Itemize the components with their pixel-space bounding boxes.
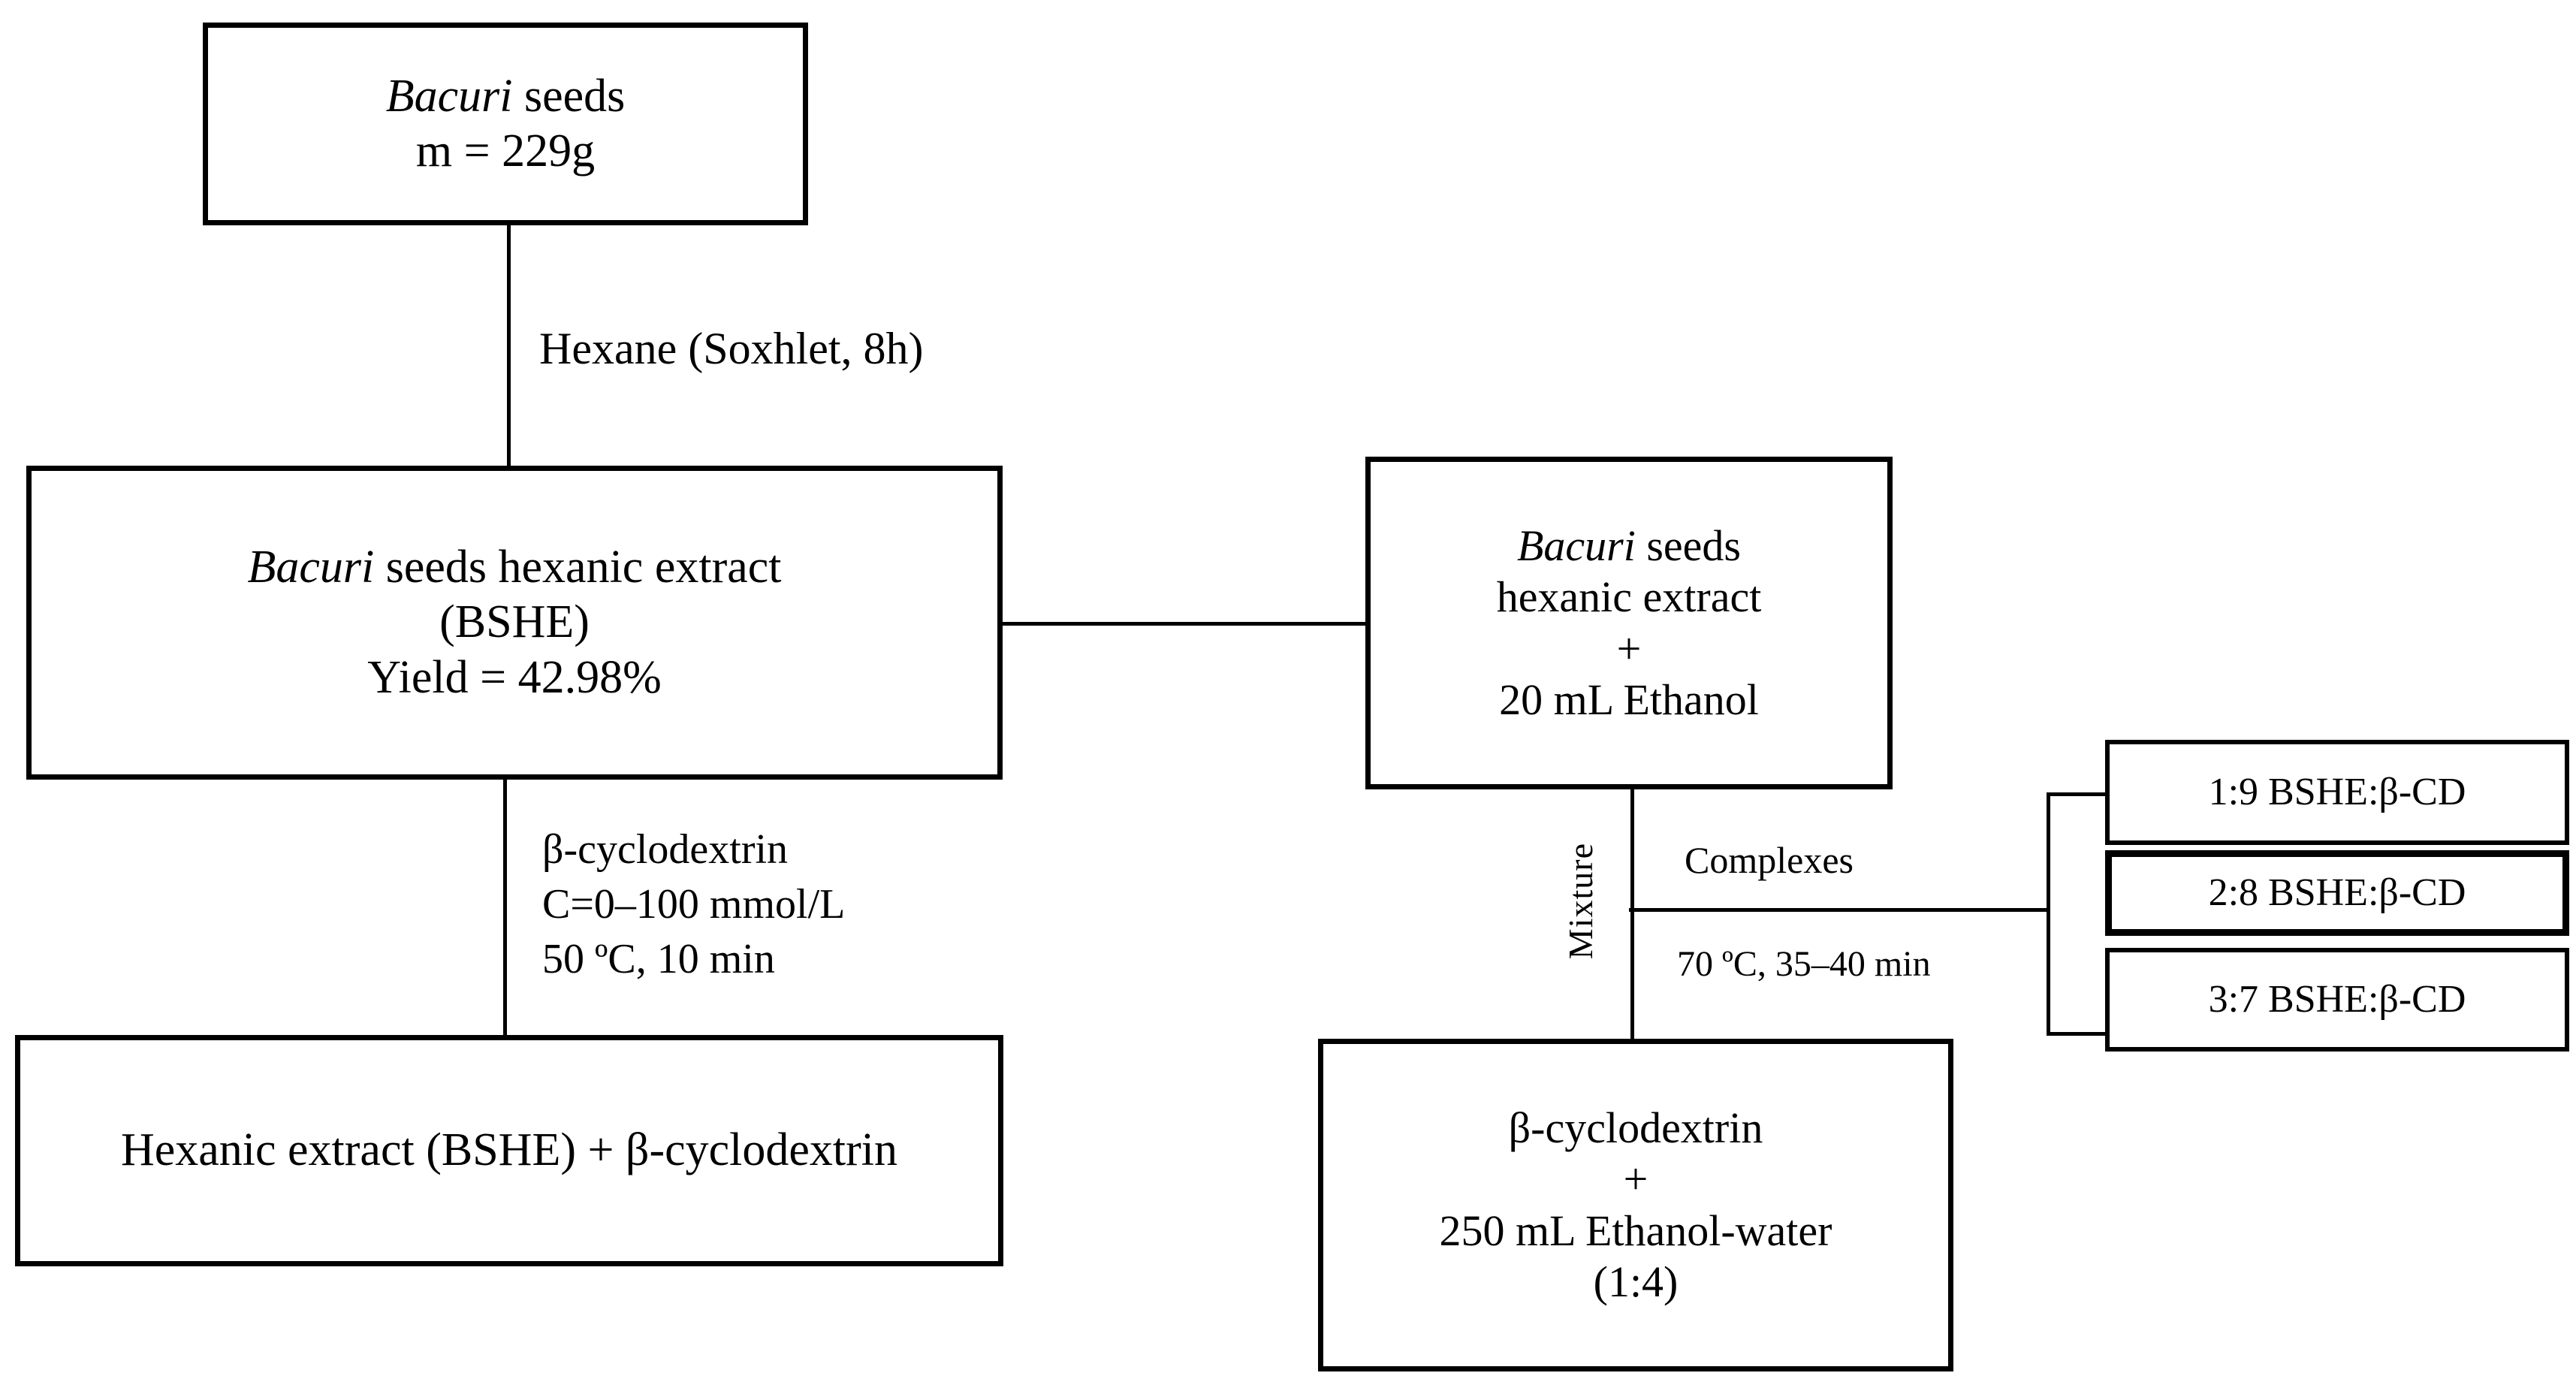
ratio-bracket-stub-bottom	[2047, 1032, 2107, 1036]
box-bacuri-seeds: Bacuri seeds m = 229g	[203, 23, 808, 225]
box-extract-ethanol-line-1-rest: seeds	[1635, 521, 1741, 570]
box-hexanic-extract-bcd-text: Hexanic extract (BSHE) + β-cyclodextrin	[120, 1124, 898, 1176]
connector-seeds-to-bshe	[507, 224, 511, 468]
annotation-complexes: Complexes	[1685, 839, 1854, 881]
box-ratio-1-9-label: 1:9 BSHE:β-CD	[2208, 771, 2466, 814]
annotation-mixture: Mixture	[1561, 843, 1600, 960]
box-bshe-line-1-rest: seeds hexanic extract	[374, 542, 782, 593]
box-extract-ethanol-volume: 20 mL Ethanol	[1499, 674, 1759, 724]
box-ratio-3-7: 3:7 BSHE:β-CD	[2105, 948, 2569, 1052]
box-extract-ethanol-line-2: hexanic extract	[1496, 572, 1762, 622]
box-ratio-2-8: 2:8 BSHE:β-CD	[2105, 850, 2569, 936]
annotation-bcd-temperature-time: 50 ºC, 10 min	[542, 935, 775, 982]
box-bcd-ethwater-volume: 250 mL Ethanol-water	[1439, 1205, 1832, 1255]
annotation-hexane-soxhlet: Hexane (Soxhlet, 8h)	[539, 324, 924, 373]
connector-bshe-to-bshe-bcd	[503, 777, 507, 1037]
box-bacuri-seeds-line-1-rest: seeds	[512, 70, 626, 122]
box-ratio-2-8-label: 2:8 BSHE:β-CD	[2208, 871, 2466, 915]
annotation-complex-temperature-time: 70 ºC, 35–40 min	[1677, 944, 1931, 984]
italic-genus-bacuri: Bacuri	[1517, 521, 1636, 570]
box-bacuri-seeds-hexanic-extract: Bacuri seeds hexanic extract (BSHE) Yiel…	[26, 466, 1003, 780]
box-beta-cyclodextrin-plus-ethanol-water: β-cyclodextrin + 250 mL Ethanol-water (1…	[1318, 1039, 1953, 1371]
connector-bshe-to-extract-ethanol	[999, 622, 1368, 626]
box-extract-ethanol-line-1: Bacuri seeds	[1517, 521, 1741, 572]
box-bshe-yield: Yield = 42.98%	[367, 651, 662, 703]
box-bcd-ethwater-ratio: (1:4)	[1593, 1257, 1679, 1306]
box-bacuri-seeds-line-1: Bacuri seeds	[386, 69, 626, 124]
italic-genus-bacuri: Bacuri	[385, 70, 513, 122]
box-hexanic-extract-plus-beta-cyclodextrin: Hexanic extract (BSHE) + β-cyclodextrin	[15, 1035, 1003, 1266]
box-bacuri-seeds-line-2: m = 229g	[415, 125, 596, 177]
plus-sign: +	[1623, 1154, 1648, 1204]
box-bcd-ethwater-line-1: β-cyclodextrin	[1508, 1103, 1763, 1152]
annotation-bcd-concentration: C=0–100 mmol/L	[542, 880, 846, 928]
ratio-bracket-spine	[2047, 792, 2050, 1034]
box-extract-plus-ethanol: Bacuri seeds hexanic extract + 20 mL Eth…	[1365, 457, 1893, 789]
connector-mixture-to-ratio-bracket	[1629, 908, 2050, 912]
annotation-bcd-name: β-cyclodextrin	[542, 826, 789, 873]
box-bshe-abbreviation: (BSHE)	[439, 596, 590, 648]
italic-genus-bacuri: Bacuri	[247, 542, 375, 593]
annotation-beta-cyclodextrin-conditions: β-cyclodextrin C=0–100 mmol/L 50 ºC, 10 …	[542, 822, 845, 986]
plus-sign: +	[1616, 623, 1642, 673]
connector-extract-to-bcd-ethanol-water	[1630, 787, 1634, 1041]
ratio-bracket-stub-top	[2047, 792, 2107, 796]
box-ratio-3-7-label: 3:7 BSHE:β-CD	[2208, 978, 2466, 1021]
box-ratio-1-9: 1:9 BSHE:β-CD	[2105, 740, 2569, 845]
box-bshe-line-1: Bacuri seeds hexanic extract	[248, 540, 782, 595]
